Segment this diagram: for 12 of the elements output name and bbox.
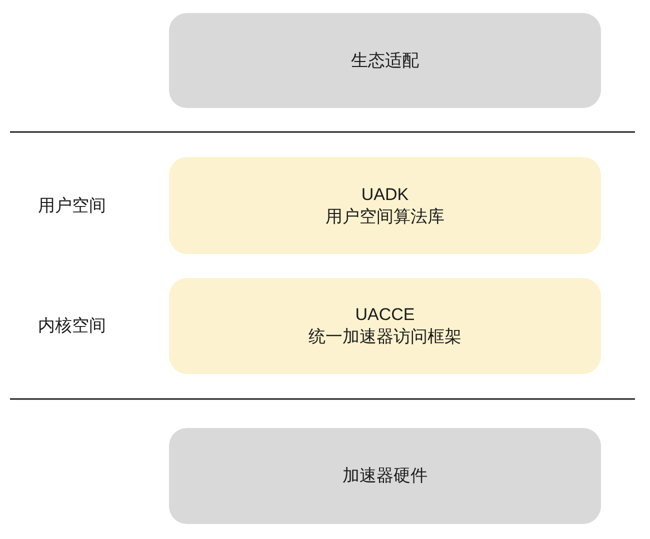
- box-text: 统一加速器访问框架: [308, 326, 462, 348]
- box-title: UADK: [361, 184, 409, 206]
- box-text: 用户空间算法库: [326, 206, 444, 228]
- layer-label: 用户空间: [38, 195, 106, 217]
- box-text: 生态适配: [351, 50, 419, 72]
- layer-box: [169, 13, 601, 108]
- layer-box: [169, 428, 601, 524]
- layer-label: 内核空间: [38, 315, 106, 337]
- layer-box: [169, 278, 601, 374]
- box-title: UACCE: [355, 304, 415, 326]
- layer-box: [169, 157, 601, 254]
- box-text: 加速器硬件: [342, 465, 428, 487]
